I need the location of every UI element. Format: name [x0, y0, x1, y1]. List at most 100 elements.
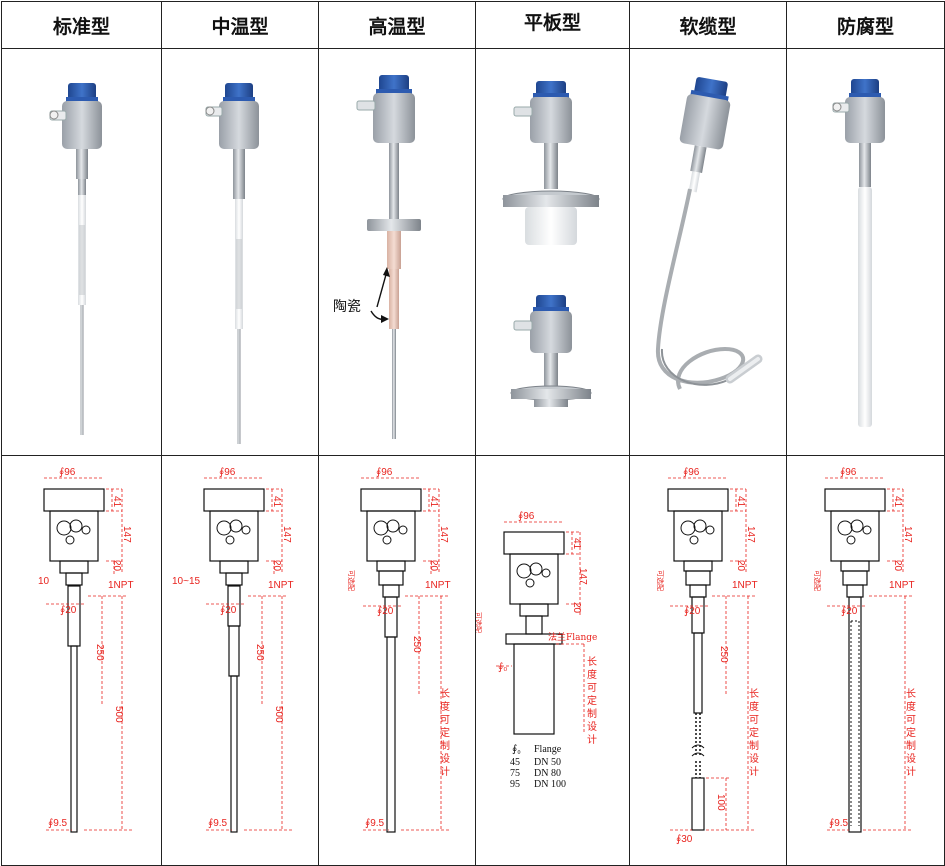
drawing-cell-medium-temp: ∮96 41 147 20 10~15 1NPT ∮20 250 500 ∮9.… [161, 455, 319, 866]
flange-table-header-d: ∮₀ [512, 744, 521, 755]
dim-41: 41 [111, 496, 122, 508]
header-cell-anti-corrosion: 防腐型 [786, 1, 945, 49]
dim-optional-heatsink: 可选配 [347, 570, 356, 591]
header-row: 标准型 中温型 高温型 平板型 软缆型 防腐型 [1, 1, 945, 49]
dim-20: 20 [271, 560, 282, 572]
anti-corrosion-dimension-drawing: ∮96 41 147 20 可选配 1NPT ∮20 长度可定制设计 ∮9.5 [813, 467, 916, 833]
photo-cell-anti-corrosion [786, 48, 945, 456]
dim-diameter-20: ∮20 [60, 605, 77, 616]
flange-table-d: 75 [510, 768, 520, 779]
dim-147: 147 [577, 568, 588, 585]
header-cell-medium-temp: 中温型 [161, 1, 319, 49]
dim-1npt: 1NPT [425, 580, 451, 591]
standard-dimension-drawing: ∮96 41 147 20 10 1NPT ∮20 250 500 ∮9.5 [38, 467, 134, 833]
dim-diameter-9-5: ∮9.5 [365, 818, 385, 829]
drawing-cell-soft-cable: ∮96 41 147 20 可选配 1NPT ∮20 250 长度可定制设计 1… [629, 455, 787, 866]
header-cell-standard: 标准型 [1, 1, 162, 49]
dim-1npt: 1NPT [889, 580, 915, 591]
dim-20: 20 [735, 560, 746, 572]
soft-cable-dimension-drawing: ∮96 41 147 20 可选配 1NPT ∮20 250 长度可定制设计 1… [656, 467, 759, 845]
high-temp-dimension-drawing: ∮96 41 147 20 可选配 1NPT ∮20 250 长度可定制设计 ∮… [347, 467, 451, 833]
drawing-cell-anti-corrosion: ∮96 41 147 20 可选配 1NPT ∮20 长度可定制设计 ∮9.5 [786, 455, 945, 866]
dim-custom-length: 长度可定制设计 [585, 656, 597, 747]
dim-250: 250 [254, 644, 265, 661]
flange-table: ∮₀ Flange 45 DN 50 75 DN 80 95 DN 100 [510, 744, 566, 790]
dim-diameter-20: ∮20 [684, 606, 701, 617]
dim-diameter-96: ∮96 [518, 511, 535, 522]
drawing-cell-flat-plate: ∮96 41 147 20 可选配 法兰Flange ∮₀ 长度可定制设计 ∮₀… [475, 455, 630, 866]
dim-optional-heatsink: 可选配 [476, 612, 483, 633]
flange-table-d: 45 [510, 757, 520, 768]
dim-41: 41 [571, 538, 582, 550]
dim-147: 147 [745, 526, 756, 543]
photo-cell-flat-plate [475, 48, 630, 456]
dim-custom-length: 长度可定制设计 [438, 688, 450, 779]
dim-thread-10: 10 [38, 576, 50, 587]
flange-table-d: 95 [510, 779, 520, 790]
flange-table-flange: DN 50 [534, 757, 561, 768]
dim-diameter-96: ∮96 [683, 467, 700, 478]
dim-custom-length: 长度可定制设计 [747, 688, 759, 779]
photo-cell-high-temp: 陶瓷 [318, 48, 476, 456]
high-temp-probe-photo: 陶瓷 [333, 75, 421, 439]
dim-custom-length: 长度可定制设计 [904, 688, 916, 779]
photo-cell-soft-cable [629, 48, 787, 456]
drawing-cell-standard: ∮96 41 147 20 10 1NPT ∮20 250 500 ∮9.5 [1, 455, 162, 866]
dim-41: 41 [271, 496, 282, 508]
dim-1npt: 1NPT [268, 580, 294, 591]
dim-147: 147 [281, 526, 292, 543]
dim-optional-heatsink: 可选配 [656, 570, 665, 591]
anti-corrosion-probe-photo [832, 79, 885, 427]
flange-table-header-flange: Flange [534, 744, 562, 755]
dim-20: 20 [428, 560, 439, 572]
dim-20: 20 [571, 602, 582, 614]
dim-optional-heatsink: 可选配 [813, 570, 822, 591]
header-cell-high-temp: 高温型 [318, 1, 476, 49]
column-title: 中温型 [211, 15, 269, 38]
dim-thread-10-15: 10~15 [172, 576, 201, 587]
flange-table-flange: DN 100 [534, 779, 566, 790]
dim-41: 41 [735, 496, 746, 508]
column-title: 高温型 [368, 15, 426, 38]
dim-147: 147 [121, 526, 132, 543]
flat-plate-probe-photo [502, 81, 600, 407]
flange-table-flange: DN 80 [534, 768, 561, 779]
dim-diameter-9-5: ∮9.5 [208, 818, 228, 829]
dim-41: 41 [428, 496, 439, 508]
dim-250: 250 [411, 636, 422, 653]
column-title: 标准型 [52, 15, 110, 38]
photo-row: 陶瓷 [1, 48, 945, 456]
flat-plate-dimension-drawing: ∮96 41 147 20 可选配 法兰Flange ∮₀ 长度可定制设计 ∮₀… [476, 511, 598, 790]
drawing-cell-high-temp: ∮96 41 147 20 可选配 1NPT ∮20 250 长度可定制设计 ∮… [318, 455, 476, 866]
header-cell-soft-cable: 软缆型 [629, 1, 787, 49]
dim-100: 100 [715, 794, 726, 811]
dim-1npt: 1NPT [732, 580, 758, 591]
soft-cable-probe-photo [655, 77, 763, 390]
dim-diameter-20: ∮20 [377, 606, 394, 617]
column-title: 防腐型 [836, 15, 894, 38]
dim-147: 147 [438, 526, 449, 543]
dim-41: 41 [892, 496, 903, 508]
dim-diameter-9-5: ∮9.5 [48, 818, 68, 829]
dim-500: 500 [113, 706, 124, 723]
dim-diameter-96: ∮96 [376, 467, 393, 478]
ceramic-label: 陶瓷 [333, 299, 361, 315]
dim-diameter-30: ∮30 [676, 834, 693, 845]
dim-flange-diameter: ∮₀ [498, 662, 507, 673]
dim-250: 250 [94, 644, 105, 661]
dim-1npt: 1NPT [108, 580, 134, 591]
dim-20: 20 [111, 560, 122, 572]
header-cell-flat-plate: 平板型 [475, 1, 630, 49]
photo-cell-standard [1, 48, 162, 456]
dim-diameter-96: ∮96 [840, 467, 857, 478]
dim-diameter-96: ∮96 [59, 467, 76, 478]
dim-diameter-20: ∮20 [841, 606, 858, 617]
photo-cell-medium-temp [161, 48, 319, 456]
medium-temp-dimension-drawing: ∮96 41 147 20 10~15 1NPT ∮20 250 500 ∮9.… [172, 467, 294, 833]
dim-147: 147 [902, 526, 913, 543]
dim-diameter-20: ∮20 [220, 605, 237, 616]
dim-diameter-96: ∮96 [219, 467, 236, 478]
dim-diameter-9-5: ∮9.5 [829, 818, 849, 829]
